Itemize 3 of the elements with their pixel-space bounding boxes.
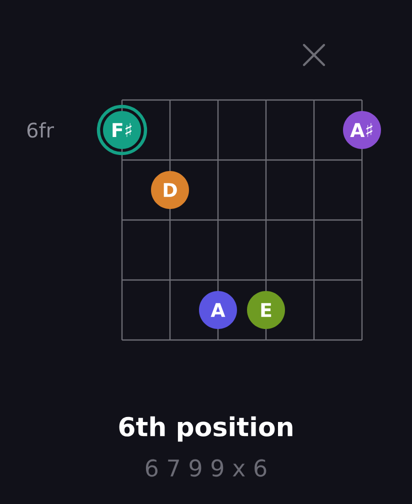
fret-label: 6fr: [27, 122, 54, 138]
fingering-text: 6 7 9 9 x 6: [146, 459, 266, 477]
chord-title: 6th position: [119, 416, 292, 442]
